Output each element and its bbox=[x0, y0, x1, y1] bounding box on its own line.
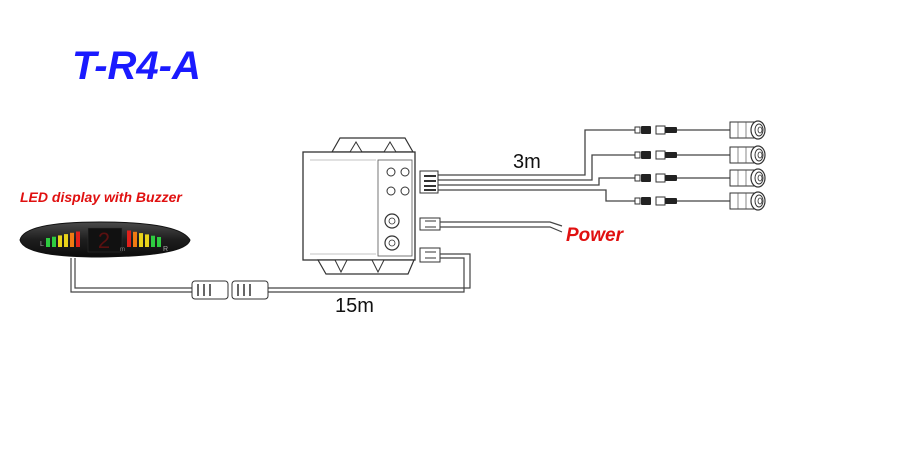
led-bar bbox=[145, 234, 149, 247]
led-bar bbox=[157, 237, 161, 247]
diagram-title: T-R4-A bbox=[72, 44, 201, 88]
sensor-3 bbox=[634, 168, 766, 188]
digit-window bbox=[87, 227, 123, 253]
power-lead bbox=[419, 217, 563, 233]
led-bar bbox=[139, 233, 143, 247]
sensor-cable-length: 3m bbox=[513, 151, 541, 173]
led-bar bbox=[76, 231, 80, 247]
led-bar bbox=[70, 232, 74, 247]
led-bar-indicators bbox=[46, 230, 161, 247]
led-bar bbox=[52, 236, 56, 247]
distance-digit: 2 bbox=[98, 228, 110, 253]
left-indicator: L bbox=[40, 241, 44, 248]
unit-glyph: m bbox=[120, 247, 125, 253]
led-bar bbox=[127, 230, 131, 247]
sensor-1 bbox=[634, 120, 766, 140]
control-box bbox=[302, 137, 416, 275]
led-bar bbox=[64, 234, 68, 247]
display-label: LED display with Buzzer bbox=[20, 189, 183, 205]
display-cable-length: 15m bbox=[335, 295, 374, 317]
sensor-4 bbox=[634, 191, 766, 211]
display-cable bbox=[70, 247, 471, 300]
led-bar bbox=[133, 231, 137, 247]
power-label: Power bbox=[566, 225, 625, 246]
led-bar bbox=[151, 235, 155, 247]
led-display: 2 m L R bbox=[19, 221, 191, 258]
led-bar bbox=[46, 238, 50, 247]
sensor-wiring bbox=[419, 120, 766, 211]
led-bar bbox=[58, 235, 62, 247]
right-indicator: R bbox=[163, 246, 168, 253]
sensor-2 bbox=[634, 145, 766, 165]
